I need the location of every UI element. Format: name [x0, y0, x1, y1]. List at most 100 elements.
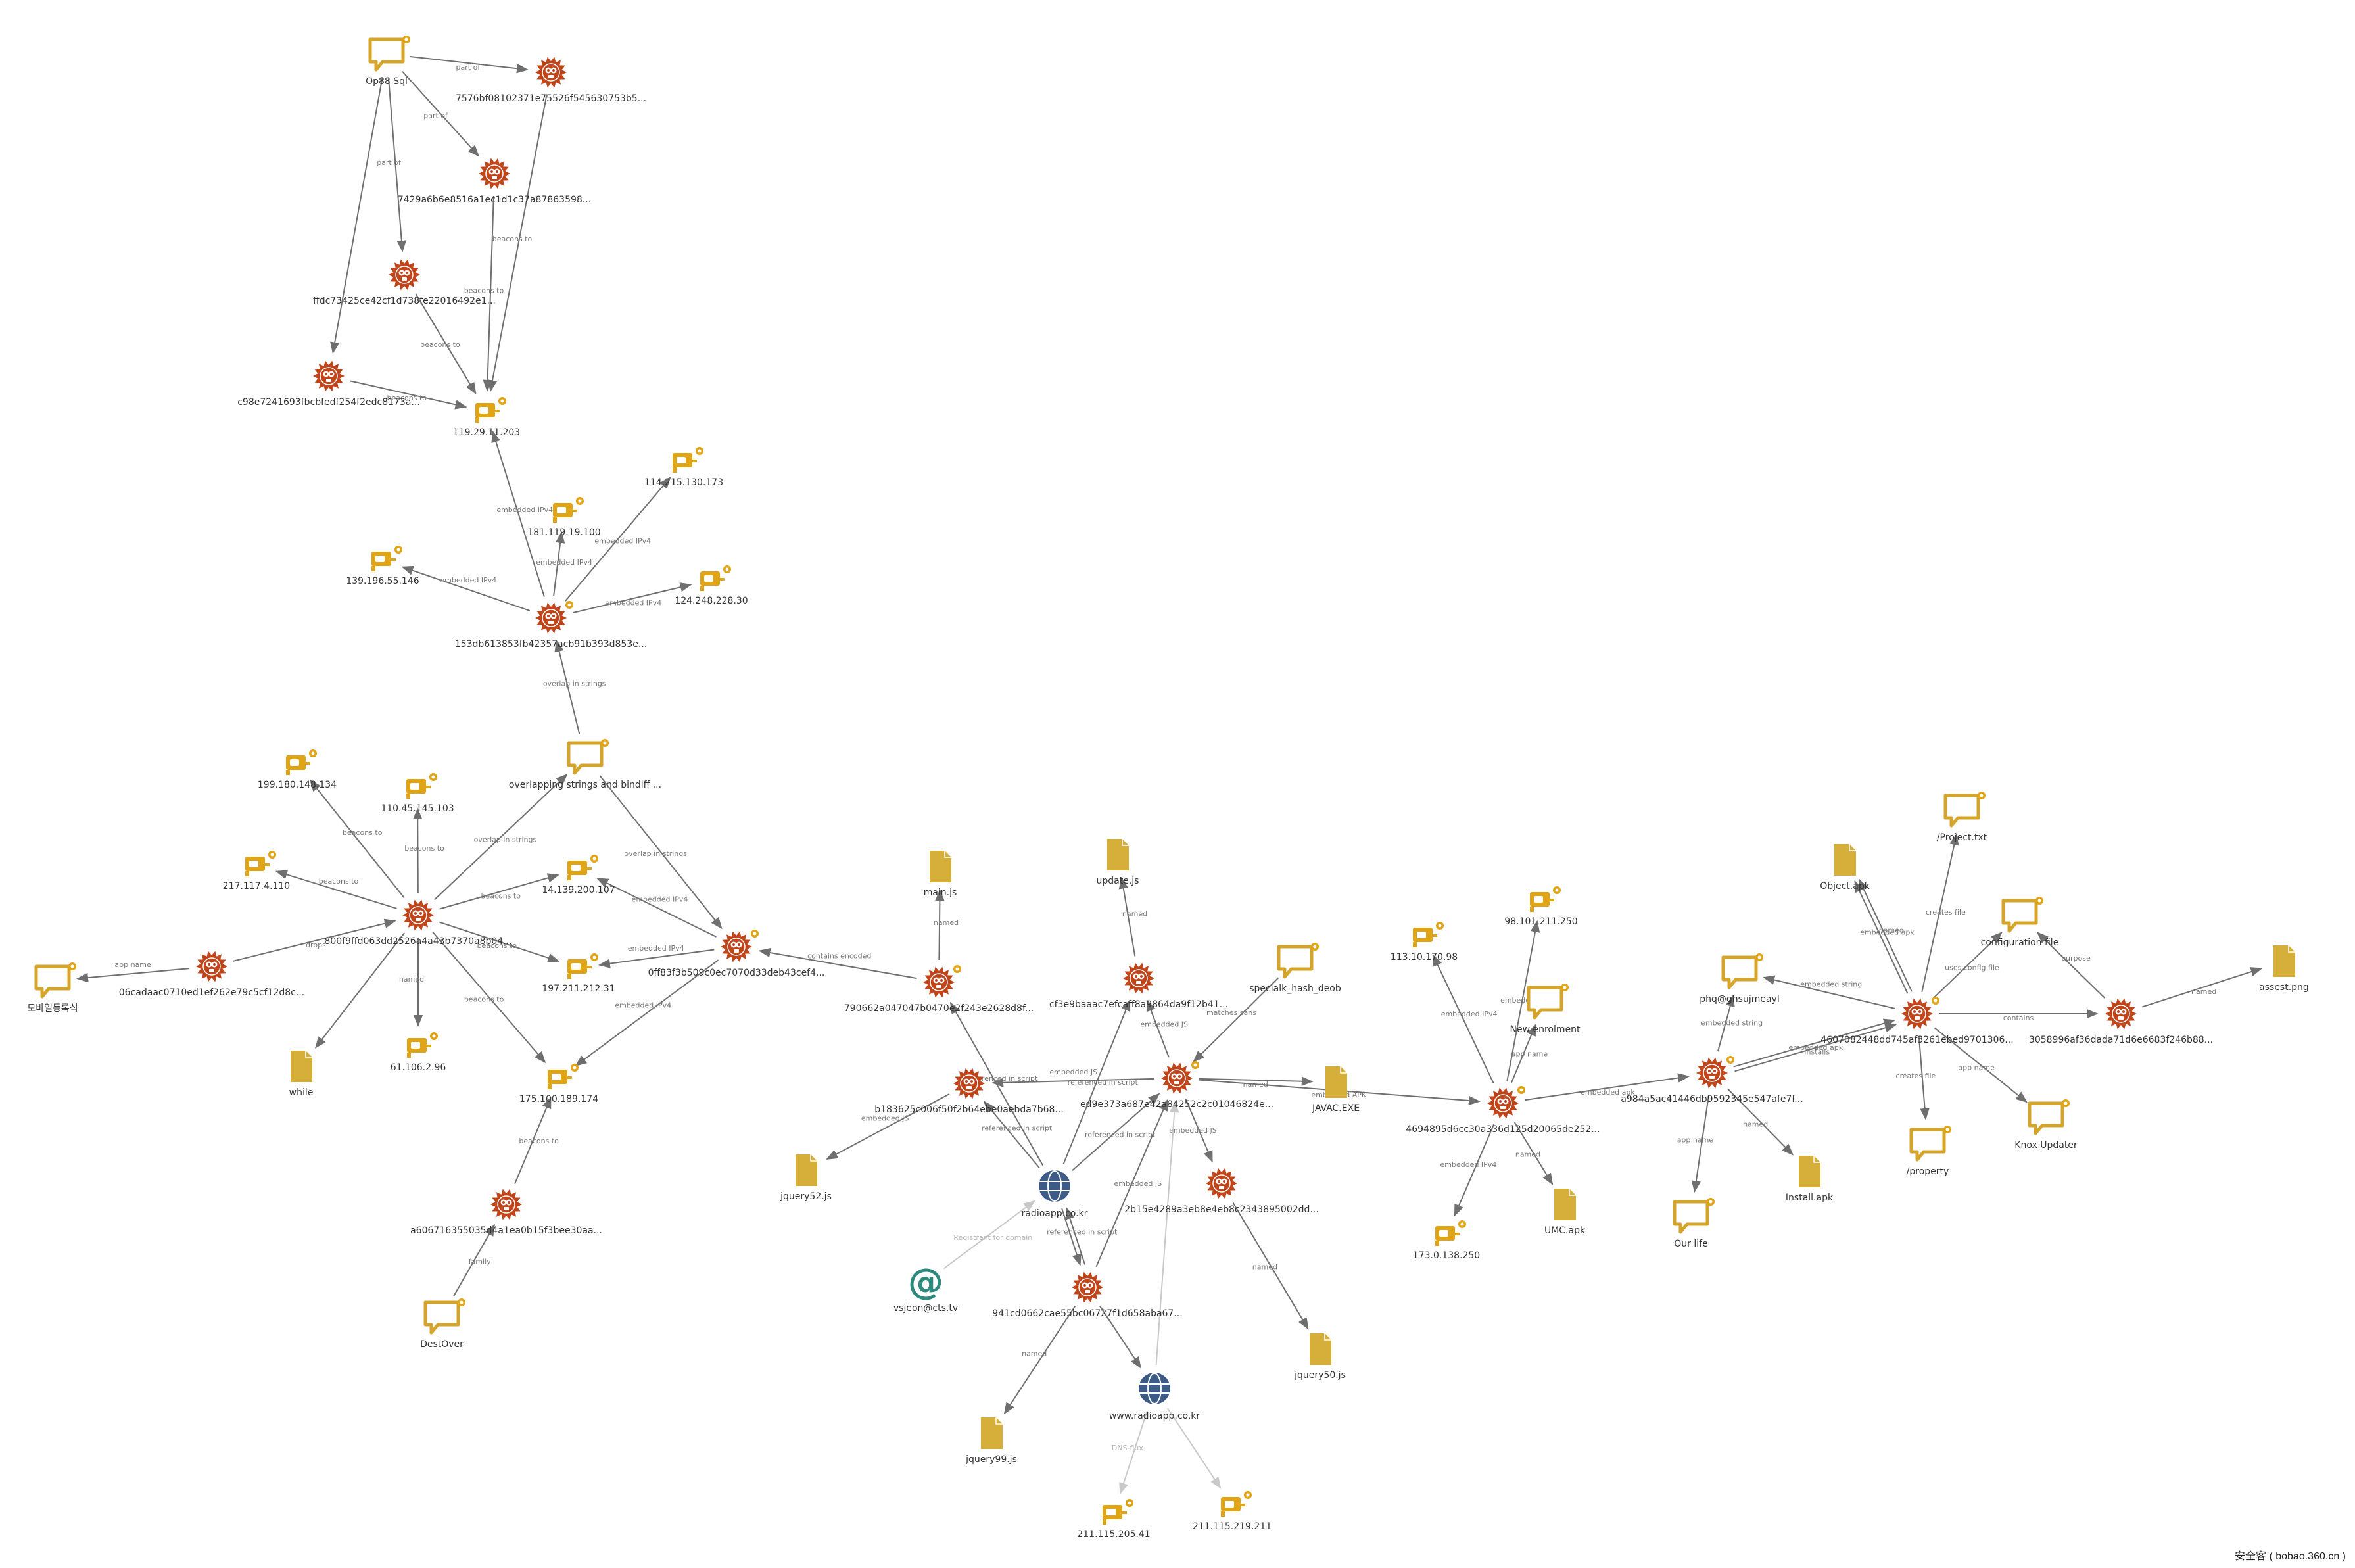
- badge-icon: [723, 565, 731, 573]
- node-while[interactable]: while: [289, 1051, 314, 1098]
- node-label: New enrolment: [1510, 1024, 1581, 1035]
- node-korean[interactable]: 모바일등록식: [27, 962, 78, 1014]
- edge-label: beacons to: [492, 235, 533, 243]
- node-ip113[interactable]: 113.10.170.98: [1391, 922, 1458, 962]
- node-ip181[interactable]: 181.119.19.100: [527, 497, 601, 538]
- server-icon: [475, 403, 500, 423]
- node-h7576[interactable]: 7576bf08102371e75526f545630753b5...: [456, 57, 646, 104]
- edge-wwwradio-ip211a: [1119, 1410, 1148, 1495]
- node-config[interactable]: configuration file: [1981, 897, 2059, 948]
- node-jquery52[interactable]: jquery52.js: [780, 1154, 832, 1202]
- edge-label: embedded IPv4: [594, 537, 651, 546]
- edge-h153d-ip124: [572, 582, 692, 614]
- node-label: 124.248.228.30: [675, 596, 748, 606]
- node-hb183[interactable]: b183625c006f50f2b64ebe0aebda7b68...: [874, 1068, 1064, 1115]
- node-label: 06cadaac0710ed1ef262e79c5cf12d8c...: [119, 987, 304, 998]
- node-specialk[interactable]: specialk_hash_deob: [1249, 943, 1341, 994]
- node-h3058[interactable]: 3058996af36dada71d6e6683f246b88...: [2029, 998, 2213, 1045]
- node-h941c[interactable]: 941cd0662cae55bc06727f1d658aba67...: [992, 1271, 1183, 1319]
- node-ip217[interactable]: 217.117.4.110: [223, 851, 290, 891]
- node-ha984[interactable]: a984a5ac41446db9592345e547afe7f...: [1621, 1056, 1803, 1105]
- node-mainjs[interactable]: main.js: [924, 851, 957, 898]
- node-assetpng[interactable]: assest.png: [2259, 945, 2309, 993]
- svg-text:@: @: [908, 1261, 943, 1302]
- node-ip173[interactable]: 173.0.138.250: [1413, 1220, 1480, 1261]
- edge-h153d-ip119: [491, 430, 545, 597]
- edge-label: embedded IPv4: [628, 944, 684, 953]
- node-ip110[interactable]: 110.45.145.103: [381, 773, 454, 814]
- node-ip98[interactable]: 98.101.211.250: [1504, 886, 1578, 927]
- node-ip211b[interactable]: 211.115.219.211: [1193, 1491, 1272, 1532]
- server-icon: [286, 755, 310, 775]
- malware-icon: [196, 951, 227, 982]
- node-hcf3e[interactable]: cf3e9baaac7efcaff8a9864da9f12b41...: [1049, 962, 1228, 1010]
- node-phq[interactable]: phq@ghsujmeayl: [1700, 953, 1780, 1005]
- node-ip14[interactable]: 14.139.200.107: [542, 855, 615, 895]
- node-hffdc[interactable]: ffdc73425ce42cf1d738fe22016492e1...: [313, 259, 496, 306]
- node-property[interactable]: /property: [1907, 1126, 1951, 1177]
- edge-label: embedded IPv4: [605, 598, 661, 607]
- node-ip139[interactable]: 139.196.55.146: [346, 546, 419, 586]
- node-op88[interactable]: Op88 Sql: [366, 36, 410, 87]
- node-h4694[interactable]: 4694895d6cc30a336d125d20065de252...: [1406, 1086, 1600, 1135]
- node-label: 211.115.205.41: [1077, 1529, 1150, 1540]
- node-h0ff8[interactable]: 0ff83f3b509c0ec7070d33deb43cef4...: [648, 930, 825, 978]
- node-objectapk[interactable]: Object.apk: [1820, 844, 1870, 891]
- node-ourlife[interactable]: Our life: [1673, 1198, 1715, 1249]
- node-h800f[interactable]: 800f9ffd063dd2526a4a43b7370a8b04...: [324, 899, 512, 947]
- node-h7906[interactable]: 790662a047047b0470e2f243e2628d8f...: [844, 965, 1034, 1014]
- node-wwwradio[interactable]: www.radioapp.co.kr: [1109, 1373, 1201, 1421]
- edge-label: beacons to: [343, 828, 383, 837]
- malware-icon: [1696, 1057, 1728, 1089]
- node-installapk[interactable]: Install.apk: [1786, 1156, 1834, 1203]
- node-label: Knox Updater: [2014, 1140, 2078, 1151]
- node-ip124[interactable]: 124.248.228.30: [675, 565, 748, 606]
- edge-label: app name: [114, 961, 151, 969]
- node-radioapp[interactable]: radioapp.co.kr: [1022, 1170, 1088, 1219]
- node-h4607[interactable]: 4607082448dd745af3261ebed9701306...: [1820, 997, 2014, 1045]
- node-ip199[interactable]: 199.180.148.134: [258, 749, 337, 790]
- node-vsjeon[interactable]: @vsjeon@cts.tv: [893, 1261, 958, 1314]
- node-jquery99[interactable]: jquery99.js: [965, 1417, 1017, 1465]
- node-h153d[interactable]: 153db613853fb42357acb91b393d853e...: [455, 601, 647, 650]
- node-newenrol[interactable]: New enrolment: [1510, 984, 1581, 1035]
- node-javac[interactable]: JAVAC.EXE: [1312, 1066, 1360, 1114]
- node-h7429[interactable]: 7429a6b6e8516a1ec1d1c37a87863598...: [398, 158, 591, 205]
- edge-label: app name: [1958, 1064, 1995, 1072]
- node-label: configuration file: [1981, 938, 2059, 948]
- node-ip119[interactable]: 119.29.11.203: [453, 397, 520, 438]
- edge-label: named: [1252, 1262, 1277, 1271]
- node-jquery50[interactable]: jquery50.js: [1294, 1333, 1346, 1381]
- malware-icon: [953, 1068, 985, 1099]
- node-ip211a[interactable]: 211.115.205.41: [1077, 1499, 1151, 1540]
- node-overlap[interactable]: overlapping strings and bindiff ...: [509, 739, 661, 790]
- node-umcapk[interactable]: UMC.apk: [1544, 1189, 1586, 1236]
- node-hed9e[interactable]: ed9e373a687e42a84252c2c01046824e...: [1080, 1061, 1273, 1110]
- node-ip175[interactable]: 175.100.189.174: [519, 1064, 598, 1105]
- node-projecttxt[interactable]: /Project.txt: [1937, 792, 1987, 843]
- edge-h941c-jquery99: [1003, 1305, 1076, 1415]
- globe-icon: [1039, 1170, 1070, 1202]
- edge-radioapp-hed9e: [1072, 1093, 1160, 1171]
- edge-label: referenced in script: [1047, 1228, 1118, 1237]
- edge-h800f-while: [314, 932, 405, 1049]
- node-ip197[interactable]: 197.211.212.31: [542, 953, 615, 994]
- edge-overlap-h153d: [554, 640, 581, 735]
- edge-h7906-h0ff8: [758, 947, 917, 980]
- node-label: 197.211.212.31: [542, 984, 615, 994]
- node-hc98e[interactable]: c98e7241693fbcbfedf254f2edc8173a...: [237, 360, 420, 408]
- edge-h7429-ip119: [483, 195, 494, 392]
- edge-h0ff8-ip14: [596, 878, 717, 938]
- node-ha606[interactable]: a606716355035d4a1ea0b15f3bee30aa...: [410, 1189, 602, 1236]
- node-label: ffdc73425ce42cf1d738fe22016492e1...: [313, 296, 496, 306]
- node-updatejs[interactable]: update.js: [1097, 839, 1139, 886]
- edge-label: embedded IPv4: [1441, 1010, 1498, 1018]
- node-destover[interactable]: DestOver: [420, 1298, 465, 1350]
- node-h06ca[interactable]: 06cadaac0710ed1ef262e79c5cf12d8c...: [119, 951, 304, 998]
- node-knox[interactable]: Knox Updater: [2014, 1099, 2078, 1151]
- edge-label: overlap in strings: [543, 680, 606, 688]
- node-ip114[interactable]: 114.215.130.173: [644, 447, 723, 488]
- node-h2b15[interactable]: 2b15e4289a3eb8e4eb8c2343895002dd...: [1124, 1168, 1319, 1215]
- node-ip61[interactable]: 61.106.2.96: [391, 1032, 446, 1073]
